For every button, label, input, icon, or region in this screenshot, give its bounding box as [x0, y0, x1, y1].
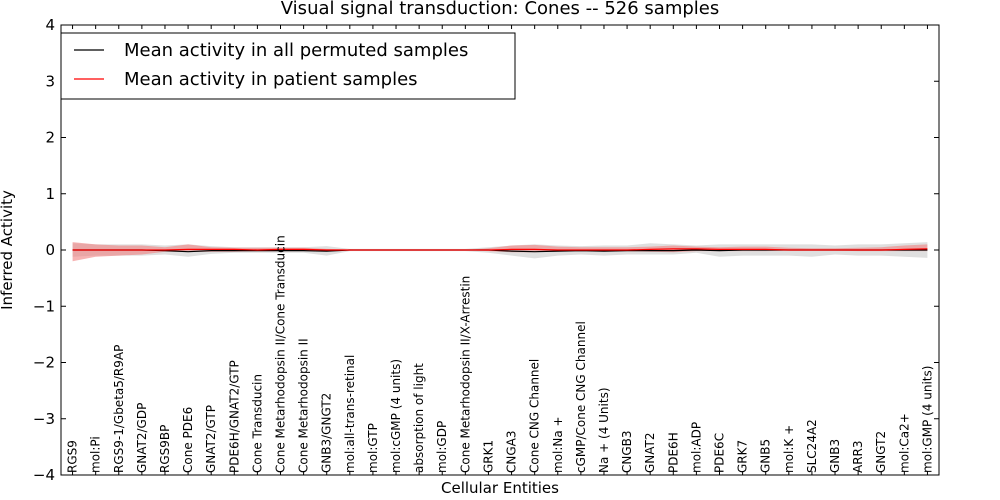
y-axis-label: Inferred Activity — [0, 190, 16, 310]
x-tick-label: Cone Metarhodopsin II/X-Arrestin — [458, 276, 472, 473]
x-tick-label: mol:K + — [782, 425, 796, 473]
x-tick-label: GNAT2 — [643, 432, 657, 473]
x-tick-label: GNGT2 — [874, 431, 888, 473]
x-tick-label: PDE6H/GNAT2/GTP — [227, 360, 241, 473]
legend-label-1: Mean activity in all permuted samples — [124, 40, 468, 61]
x-tick-label: Cone Metarhodopsin II — [297, 338, 311, 473]
x-tick-label: mol:ADP — [689, 422, 703, 473]
x-tick-label: ARR3 — [851, 440, 865, 473]
y-tick-label: 0 — [45, 241, 55, 259]
x-tick-label: mol:cGMP (4 units) — [389, 359, 403, 473]
y-tick-label: −1 — [33, 297, 55, 315]
x-tick-label: GNB3 — [828, 439, 842, 473]
y-tick-label: 3 — [45, 72, 55, 90]
x-tick-label: mol:Na + — [551, 416, 565, 473]
x-tick-label: CNGB3 — [620, 430, 634, 473]
series-2-band — [72, 242, 928, 262]
x-tick-label: mol:GMP (4 units) — [920, 366, 934, 473]
y-tick-label: −2 — [33, 354, 55, 372]
series-lines — [72, 248, 928, 253]
x-tick-label: PDE6H — [666, 432, 680, 473]
x-tick-label: Cone PDE6 — [181, 407, 195, 473]
x-tick-label: Cone Transducin — [250, 374, 264, 473]
x-tick-label: GRK1 — [481, 440, 495, 473]
y-tick-label: −4 — [33, 466, 55, 484]
x-tick-label: PDE6C — [713, 433, 727, 473]
x-tick-label: mol:GDP — [435, 421, 449, 473]
x-axis: RGS9 mol:Pi RGS9-1/Gbeta5/R9AP GNAT2/GDP RGS… — [66, 25, 934, 475]
x-tick-label: RGS9 — [66, 440, 80, 473]
legend: Mean activity in all permuted samplesMea… — [60, 32, 516, 100]
y-tick-label: 1 — [45, 185, 55, 203]
x-tick-label: mol:Ca2+ — [897, 413, 911, 473]
x-axis-label: Cellular Entities — [441, 479, 559, 497]
x-tick-label: mol:Pi — [89, 436, 103, 473]
x-tick-label: RGS9-1/Gbeta5/R9AP — [112, 345, 126, 473]
y-axis: 4 3 2 1 0 −1 −2 −3 −4 — [33, 16, 939, 484]
x-tick-label: CNGA3 — [505, 431, 519, 474]
x-tick-label: GRK7 — [736, 440, 750, 473]
x-tick-label: absorption of light — [412, 363, 426, 473]
x-tick-label: mol:all-trans-retinal — [343, 355, 357, 473]
x-tick-label: GNB3/GNGT2 — [320, 393, 334, 473]
chart-title: Visual signal transduction: Cones -- 526… — [281, 0, 719, 19]
x-tick-label: Cone Metarhodopsin II/Cone Transducin — [274, 235, 288, 473]
x-tick-label: GNB5 — [759, 439, 773, 473]
legend-label-2: Mean activity in patient samples — [124, 69, 418, 90]
legend-box — [60, 32, 516, 100]
x-tick-label: RGS9BP — [158, 425, 172, 473]
x-tick-label: mol:GTP — [366, 423, 380, 473]
x-tick-label: GNAT2/GTP — [204, 405, 218, 473]
x-tick-label: SLC24A2 — [805, 419, 819, 473]
confidence-bands — [72, 242, 928, 262]
y-tick-label: −3 — [33, 410, 55, 428]
x-tick-label: cGMP/Cone CNG Channel — [574, 321, 588, 473]
x-tick-label: Na + (4 Units) — [597, 387, 611, 473]
x-tick-label: GNAT2/GDP — [135, 403, 149, 473]
y-tick-label: 2 — [45, 129, 55, 147]
y-tick-label: 4 — [45, 16, 55, 34]
series-2-line — [72, 248, 928, 251]
x-tick-label: Cone CNG Channel — [528, 359, 542, 473]
